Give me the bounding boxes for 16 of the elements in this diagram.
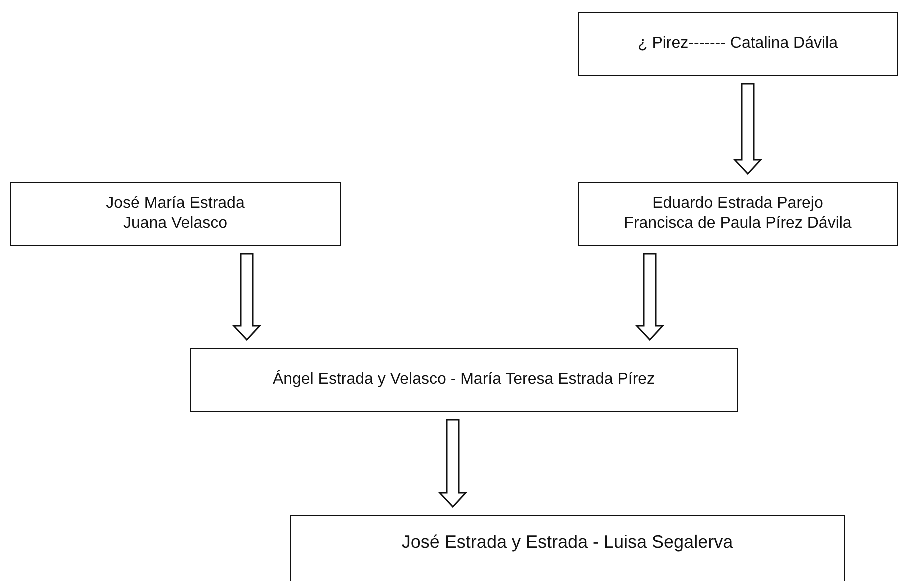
name-text: Eduardo Estrada Parejo [652, 194, 824, 214]
person-box [190, 348, 738, 412]
person-box [578, 12, 898, 76]
name-text: Francisca de Paula Pírez Dávila [624, 214, 852, 234]
person-box [10, 182, 341, 246]
name-text: ¿ Pirez------- Catalina Dávila [638, 34, 838, 54]
name-text: Juana Velasco [123, 214, 228, 234]
name-text: José María Estrada [106, 194, 245, 214]
block-arrow [438, 419, 468, 508]
block-arrow [733, 83, 763, 176]
name-text: Ángel Estrada y Velasco - María Teresa Estrada Pírez [272, 370, 656, 390]
block-arrow [232, 253, 262, 342]
person-box [578, 182, 898, 246]
person-box [290, 515, 845, 581]
block-arrow [635, 253, 665, 342]
name-text: José Estrada y Estrada - Luisa Segalerva [402, 532, 734, 552]
